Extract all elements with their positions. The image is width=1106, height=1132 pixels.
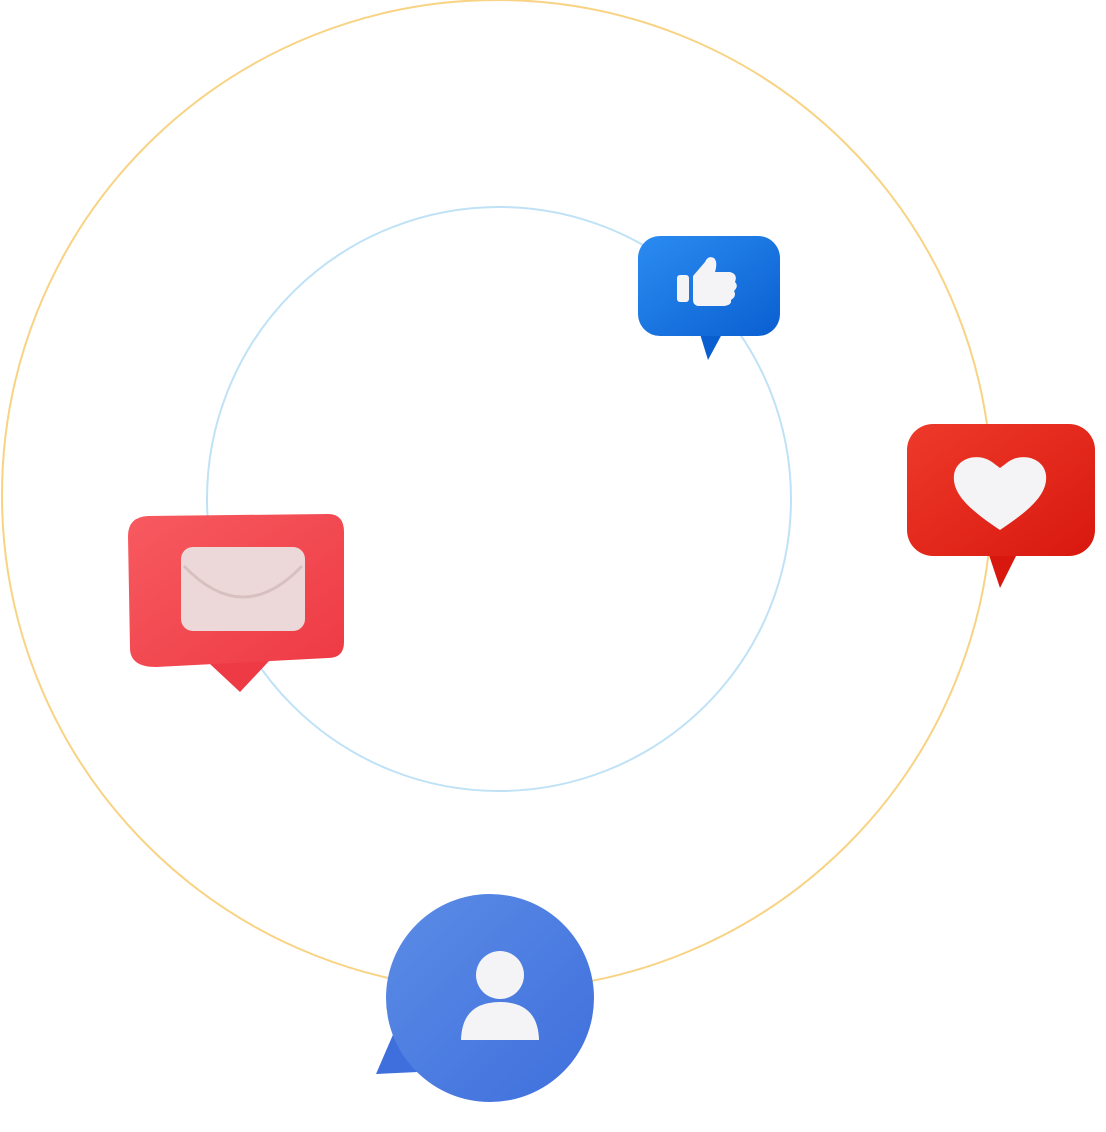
outer-orbit-ring <box>1 0 993 991</box>
inner-orbit-ring <box>206 206 792 792</box>
mail-bubble <box>128 514 344 692</box>
user-icon <box>461 951 539 1040</box>
thumbs-up-icon <box>677 257 737 306</box>
heart-bubble <box>907 424 1095 588</box>
heart-icon <box>953 457 1047 530</box>
profile-bubble <box>376 894 594 1102</box>
like-bubble <box>638 236 780 360</box>
envelope-icon <box>181 547 305 631</box>
